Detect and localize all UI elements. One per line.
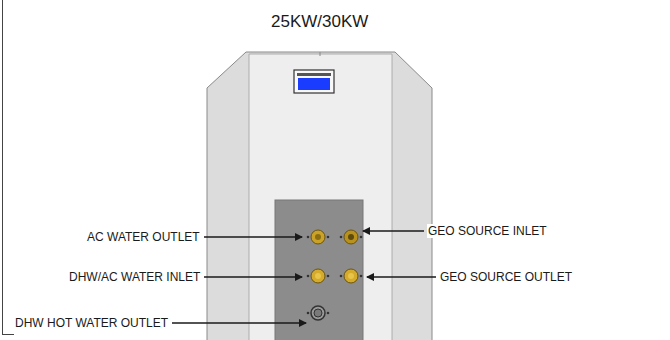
seam — [320, 52, 321, 56]
frame-line — [2, 0, 3, 334]
display-screen — [298, 78, 330, 90]
connection-panel — [275, 200, 363, 340]
connection-label: DHW/AC WATER INLET — [68, 270, 201, 284]
fittings — [307, 230, 363, 320]
connection-label: GEO SOURCE OUTLET — [439, 270, 573, 284]
cabinet-front — [249, 54, 392, 340]
leader-arrows — [172, 231, 436, 323]
display-frame — [294, 70, 334, 93]
display-strip — [297, 73, 331, 76]
connection-label: GEO SOURCE INLET — [427, 224, 548, 238]
frame-line — [2, 334, 14, 335]
connection-label: DHW HOT WATER OUTLET — [14, 316, 169, 330]
connection-label: AC WATER OUTLET — [86, 230, 201, 244]
model-title: 25KW/30KW — [271, 12, 368, 32]
cabinet — [207, 52, 432, 340]
